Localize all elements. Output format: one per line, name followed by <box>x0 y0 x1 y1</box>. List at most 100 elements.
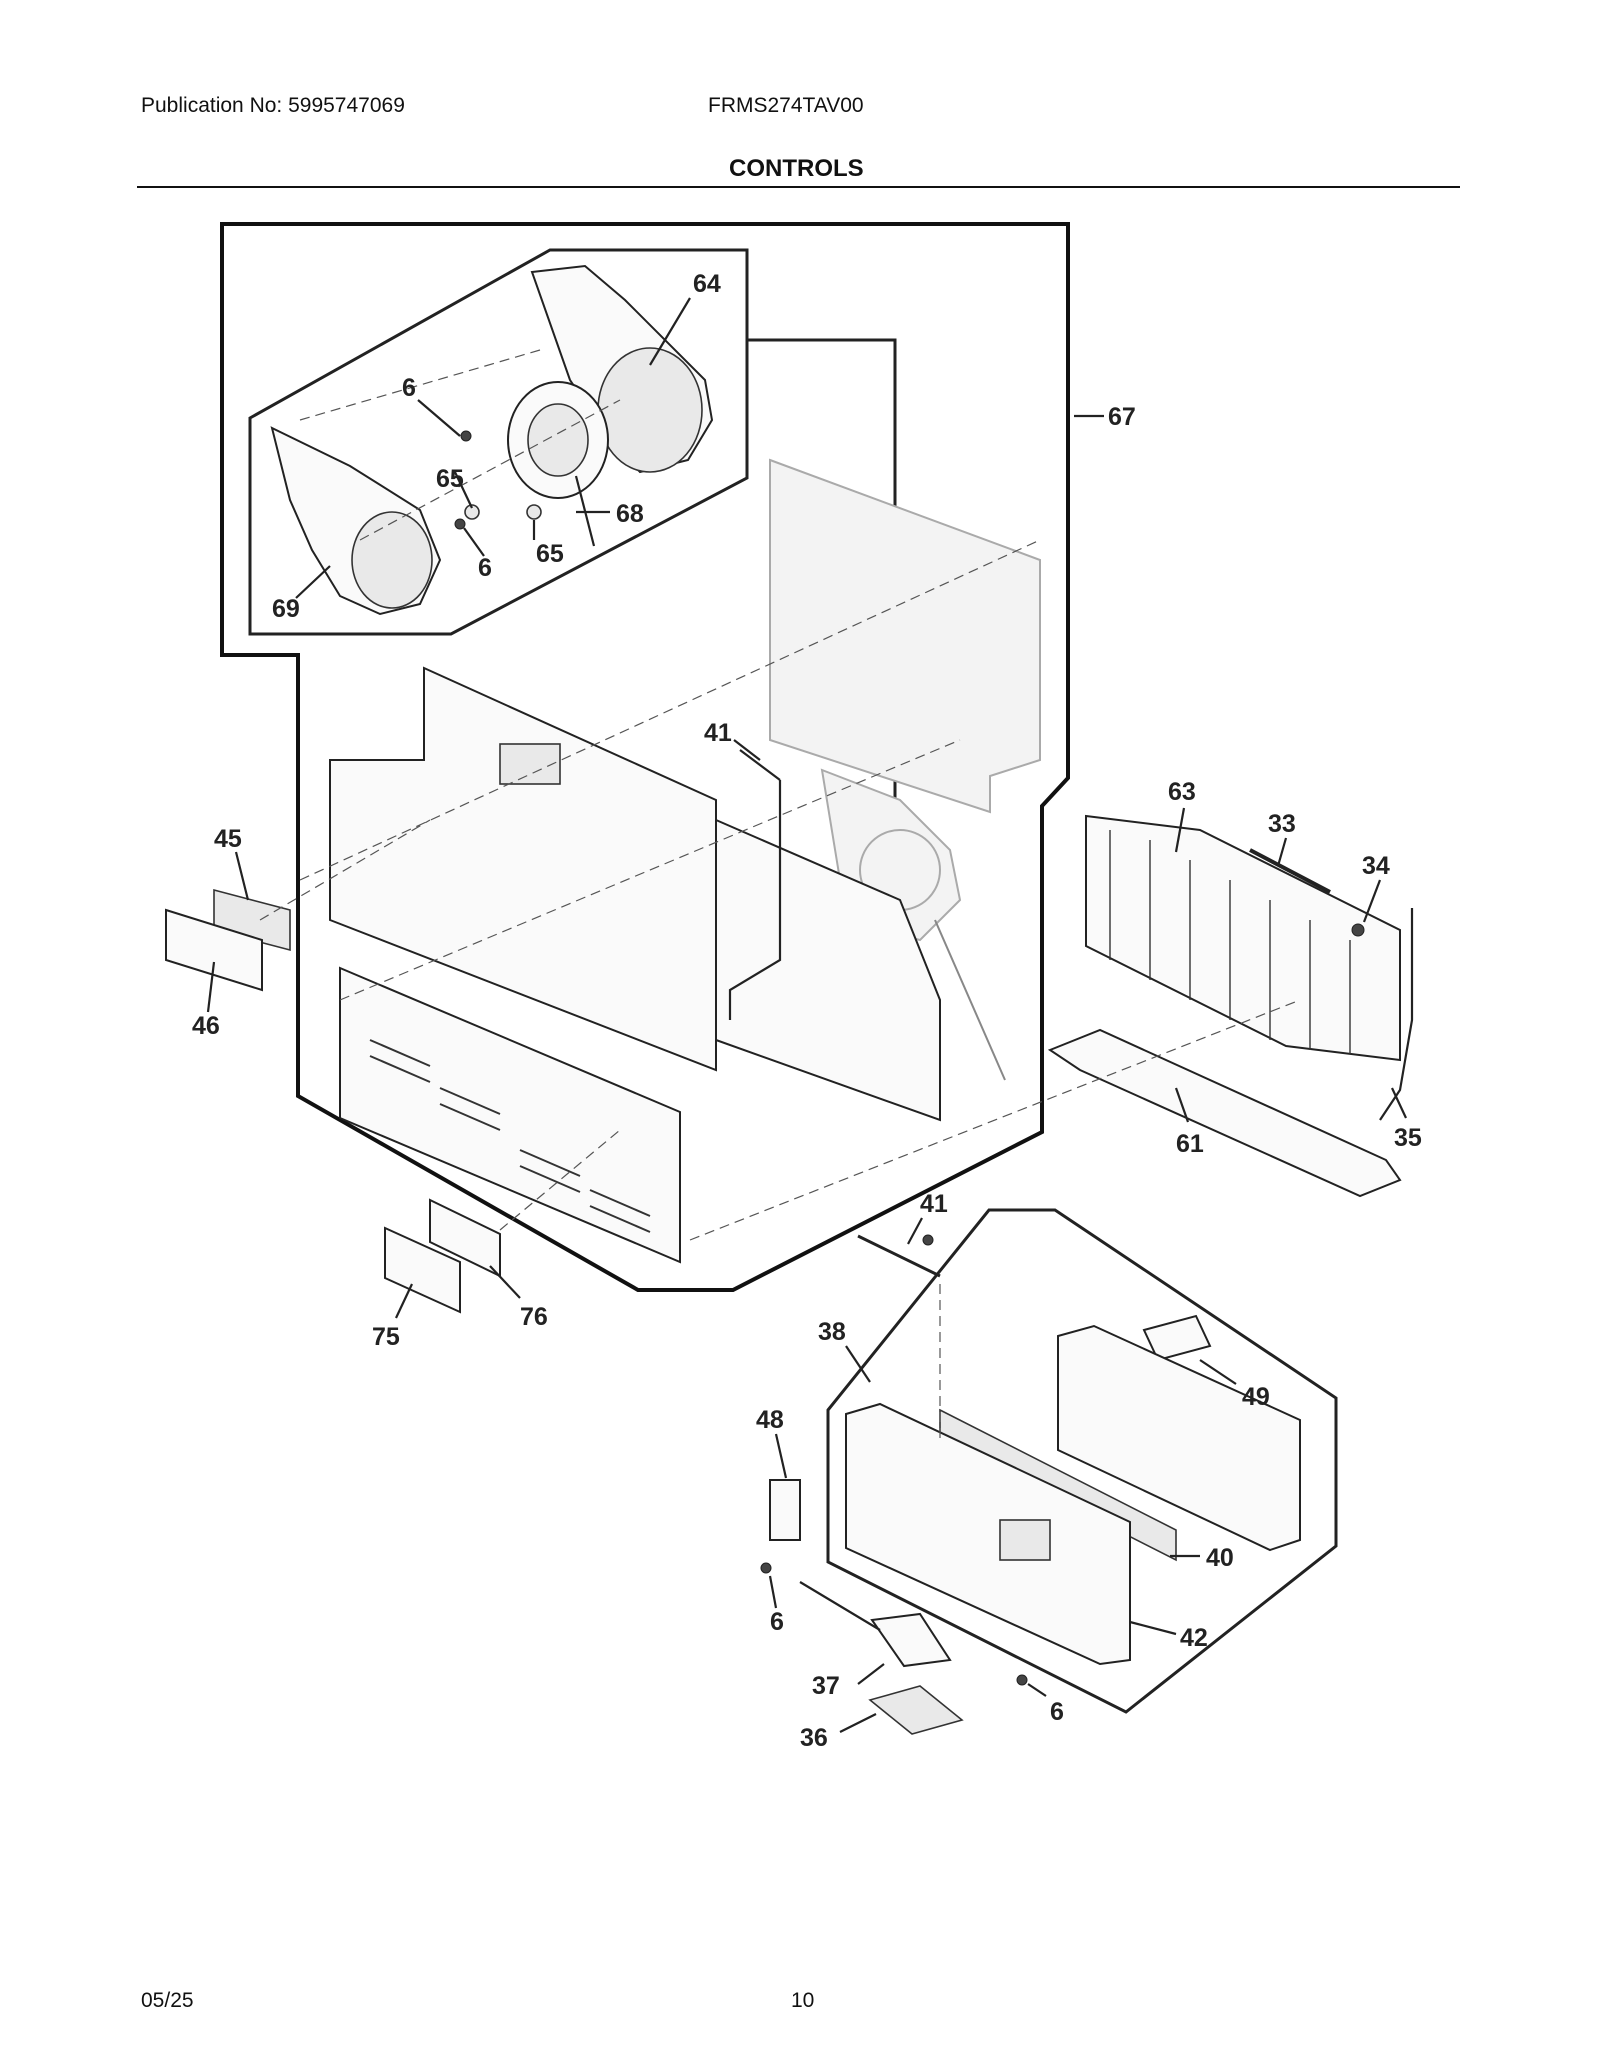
grommet-65-lower <box>526 504 542 520</box>
callout-36: 36 <box>800 1724 828 1752</box>
fan-cover-ring <box>351 511 433 609</box>
callout-35: 35 <box>1394 1124 1422 1152</box>
leader-46 <box>206 961 216 1013</box>
callout-41a: 41 <box>704 719 732 747</box>
display-wire <box>799 1581 881 1631</box>
leader-41a <box>733 739 761 761</box>
control-housing-panel <box>329 666 717 1072</box>
grommet-65-upper <box>464 504 480 520</box>
housing-side-duct <box>715 818 941 1122</box>
board-housing-42 <box>845 1402 1131 1666</box>
callout-75: 75 <box>372 1323 400 1351</box>
leader-36 <box>839 1713 877 1733</box>
footer-page-number: 10 <box>791 1989 815 2012</box>
sensor-41-lower <box>857 1234 941 1278</box>
sensor-41-upper <box>739 749 781 781</box>
screw-6-board-right <box>1016 1674 1028 1686</box>
leader-76 <box>489 1265 521 1299</box>
callout-6b: 6 <box>478 554 492 582</box>
callout-42: 42 <box>1180 1624 1208 1652</box>
heater-harness-35 <box>1379 908 1414 1121</box>
sensor-41-lower-tip <box>922 1234 934 1246</box>
filter-cover-46 <box>165 908 263 992</box>
callout-68: 68 <box>616 500 644 528</box>
leader-42 <box>1129 1620 1177 1636</box>
callout-69: 69 <box>272 595 300 623</box>
leader-34 <box>1362 879 1382 923</box>
callout-41b: 41 <box>920 1190 948 1218</box>
fan-align-line-1 <box>299 349 541 421</box>
leader-6b <box>463 527 485 557</box>
main-align-line-2 <box>339 739 961 1001</box>
leader-37 <box>857 1663 885 1685</box>
publication-number: Publication No: 5995747069 <box>141 94 405 117</box>
drain-pan-61 <box>1047 1028 1402 1198</box>
fan-subassembly-box <box>248 248 749 636</box>
callout-6a: 6 <box>402 374 416 402</box>
fan-housing-ring <box>597 347 703 473</box>
leader-61 <box>1174 1087 1190 1123</box>
leader-48 <box>774 1433 788 1479</box>
vent-slots <box>369 1039 651 1233</box>
footer-date: 05/25 <box>141 1989 194 2012</box>
callout-45: 45 <box>214 825 242 853</box>
bracket-align-line <box>499 1129 621 1231</box>
leader-6a <box>417 399 461 437</box>
leader-6d <box>1027 1683 1047 1697</box>
section-title: CONTROLS <box>729 155 864 182</box>
callout-6c: 6 <box>770 1608 784 1636</box>
callout-37: 37 <box>812 1672 840 1700</box>
screw-6-lower <box>454 518 466 530</box>
leader-69 <box>295 565 331 599</box>
callout-64: 64 <box>693 270 721 298</box>
display-frame-36 <box>868 1685 964 1735</box>
leader-64 <box>649 297 691 366</box>
callout-40: 40 <box>1206 1544 1234 1572</box>
cover-75 <box>384 1226 461 1314</box>
leader-33 <box>1276 837 1288 867</box>
evaporator-fins <box>1109 830 1351 1054</box>
clip-34 <box>1351 923 1365 937</box>
housing-window <box>499 743 561 785</box>
callout-6d: 6 <box>1050 1698 1064 1726</box>
filter-align-line <box>259 819 431 921</box>
sensor-41-upper-wire <box>728 780 782 1020</box>
model-number: FRMS274TAV00 <box>708 94 864 117</box>
leader-6c <box>768 1575 778 1609</box>
upper-board-tray <box>1057 1324 1301 1552</box>
defrost-sensor-33 <box>1249 848 1331 894</box>
assembly-frame-67 <box>220 222 1070 1292</box>
leader-49 <box>1199 1359 1237 1385</box>
fan-blade-hub <box>527 403 589 477</box>
callout-38: 38 <box>818 1318 846 1346</box>
callout-63: 63 <box>1168 778 1196 806</box>
callout-61: 61 <box>1176 1130 1204 1158</box>
header-rule <box>137 186 1460 188</box>
board-connector <box>999 1519 1051 1561</box>
leader-38 <box>845 1345 871 1383</box>
control-fan-49 <box>1142 1314 1212 1362</box>
callout-46: 46 <box>192 1012 220 1040</box>
leader-65a <box>453 469 473 509</box>
evaporator-63 <box>1085 814 1401 1062</box>
screw-6-board-left <box>760 1562 772 1574</box>
callout-48: 48 <box>756 1406 784 1434</box>
control-board-box <box>826 1208 1338 1714</box>
callout-67: 67 <box>1108 403 1136 431</box>
rear-panel-ghost <box>769 458 1041 814</box>
leader-75 <box>395 1283 413 1319</box>
main-align-line-3 <box>689 999 1301 1241</box>
callout-76: 76 <box>520 1303 548 1331</box>
fan-align-line-2 <box>359 399 621 541</box>
leader-35 <box>1391 1087 1407 1119</box>
board-cover-48 <box>769 1479 801 1541</box>
lower-vent-panel <box>339 966 681 1264</box>
leader-63 <box>1174 807 1186 853</box>
leader-45 <box>234 851 250 901</box>
leader-41b <box>907 1217 923 1245</box>
main-align-line-1 <box>299 539 1041 881</box>
ghost-wire <box>934 919 1006 1081</box>
callout-34: 34 <box>1362 852 1390 880</box>
callout-49: 49 <box>1242 1383 1270 1411</box>
